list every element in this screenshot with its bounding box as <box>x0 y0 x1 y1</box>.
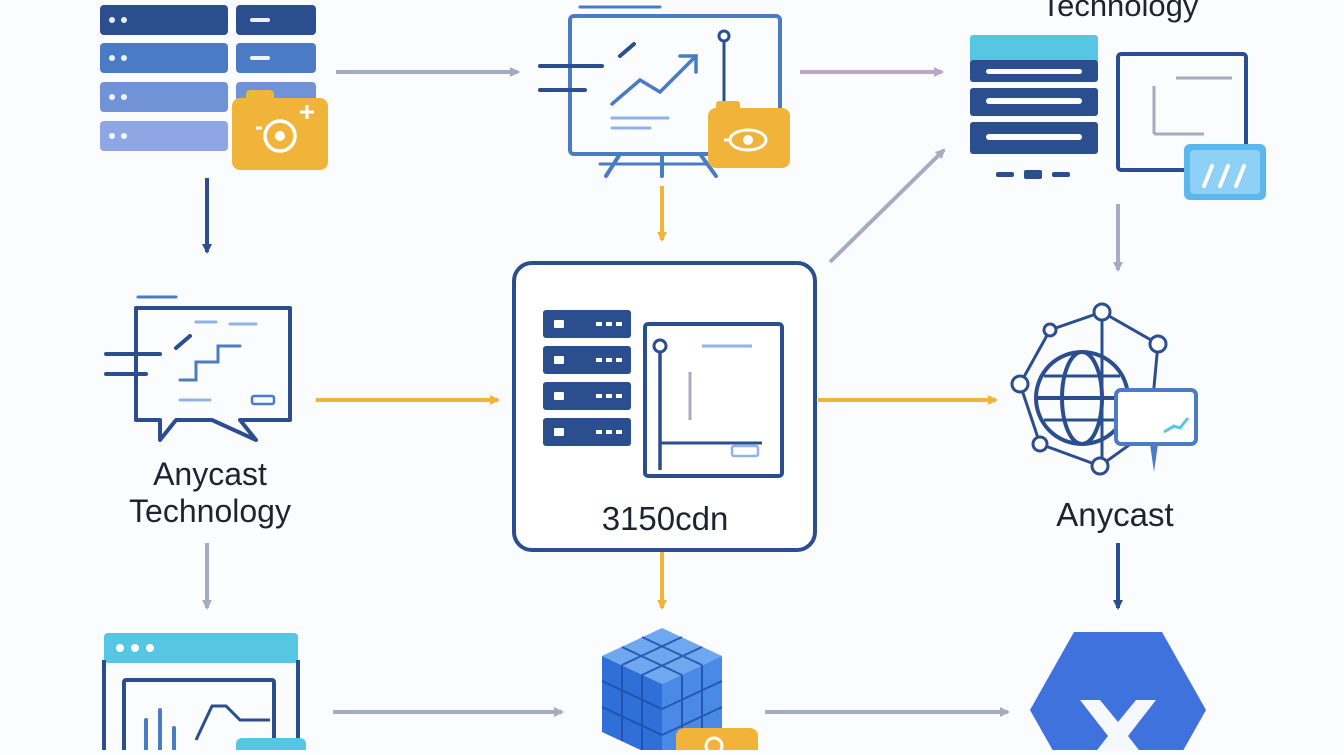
server-stack-icon <box>543 310 631 446</box>
eye-badge-icon <box>708 101 790 168</box>
arrows <box>202 67 1123 717</box>
dashboard-window-icon <box>102 633 306 755</box>
screen-frame-icon <box>643 322 784 478</box>
label-anycast: Anycast <box>1056 496 1174 533</box>
hexagon-logo-icon <box>1030 632 1206 755</box>
cdn-node-panel <box>512 261 817 552</box>
monitor-chart-icon <box>1116 52 1266 200</box>
camera-badge-icon <box>232 90 328 170</box>
gear-badge-icon <box>676 728 758 755</box>
cube-grid-icon <box>601 628 723 755</box>
monitor-chart-icon-left <box>104 295 292 442</box>
mini-monitor-icon <box>1114 388 1198 472</box>
analytics-whiteboard-icon <box>538 5 782 178</box>
label-technology: Technology <box>1041 0 1199 23</box>
server-panel-icon <box>970 35 1098 179</box>
arrow-center-to-panel <box>828 148 946 264</box>
label-3150cdn: 3150cdn <box>601 500 729 537</box>
